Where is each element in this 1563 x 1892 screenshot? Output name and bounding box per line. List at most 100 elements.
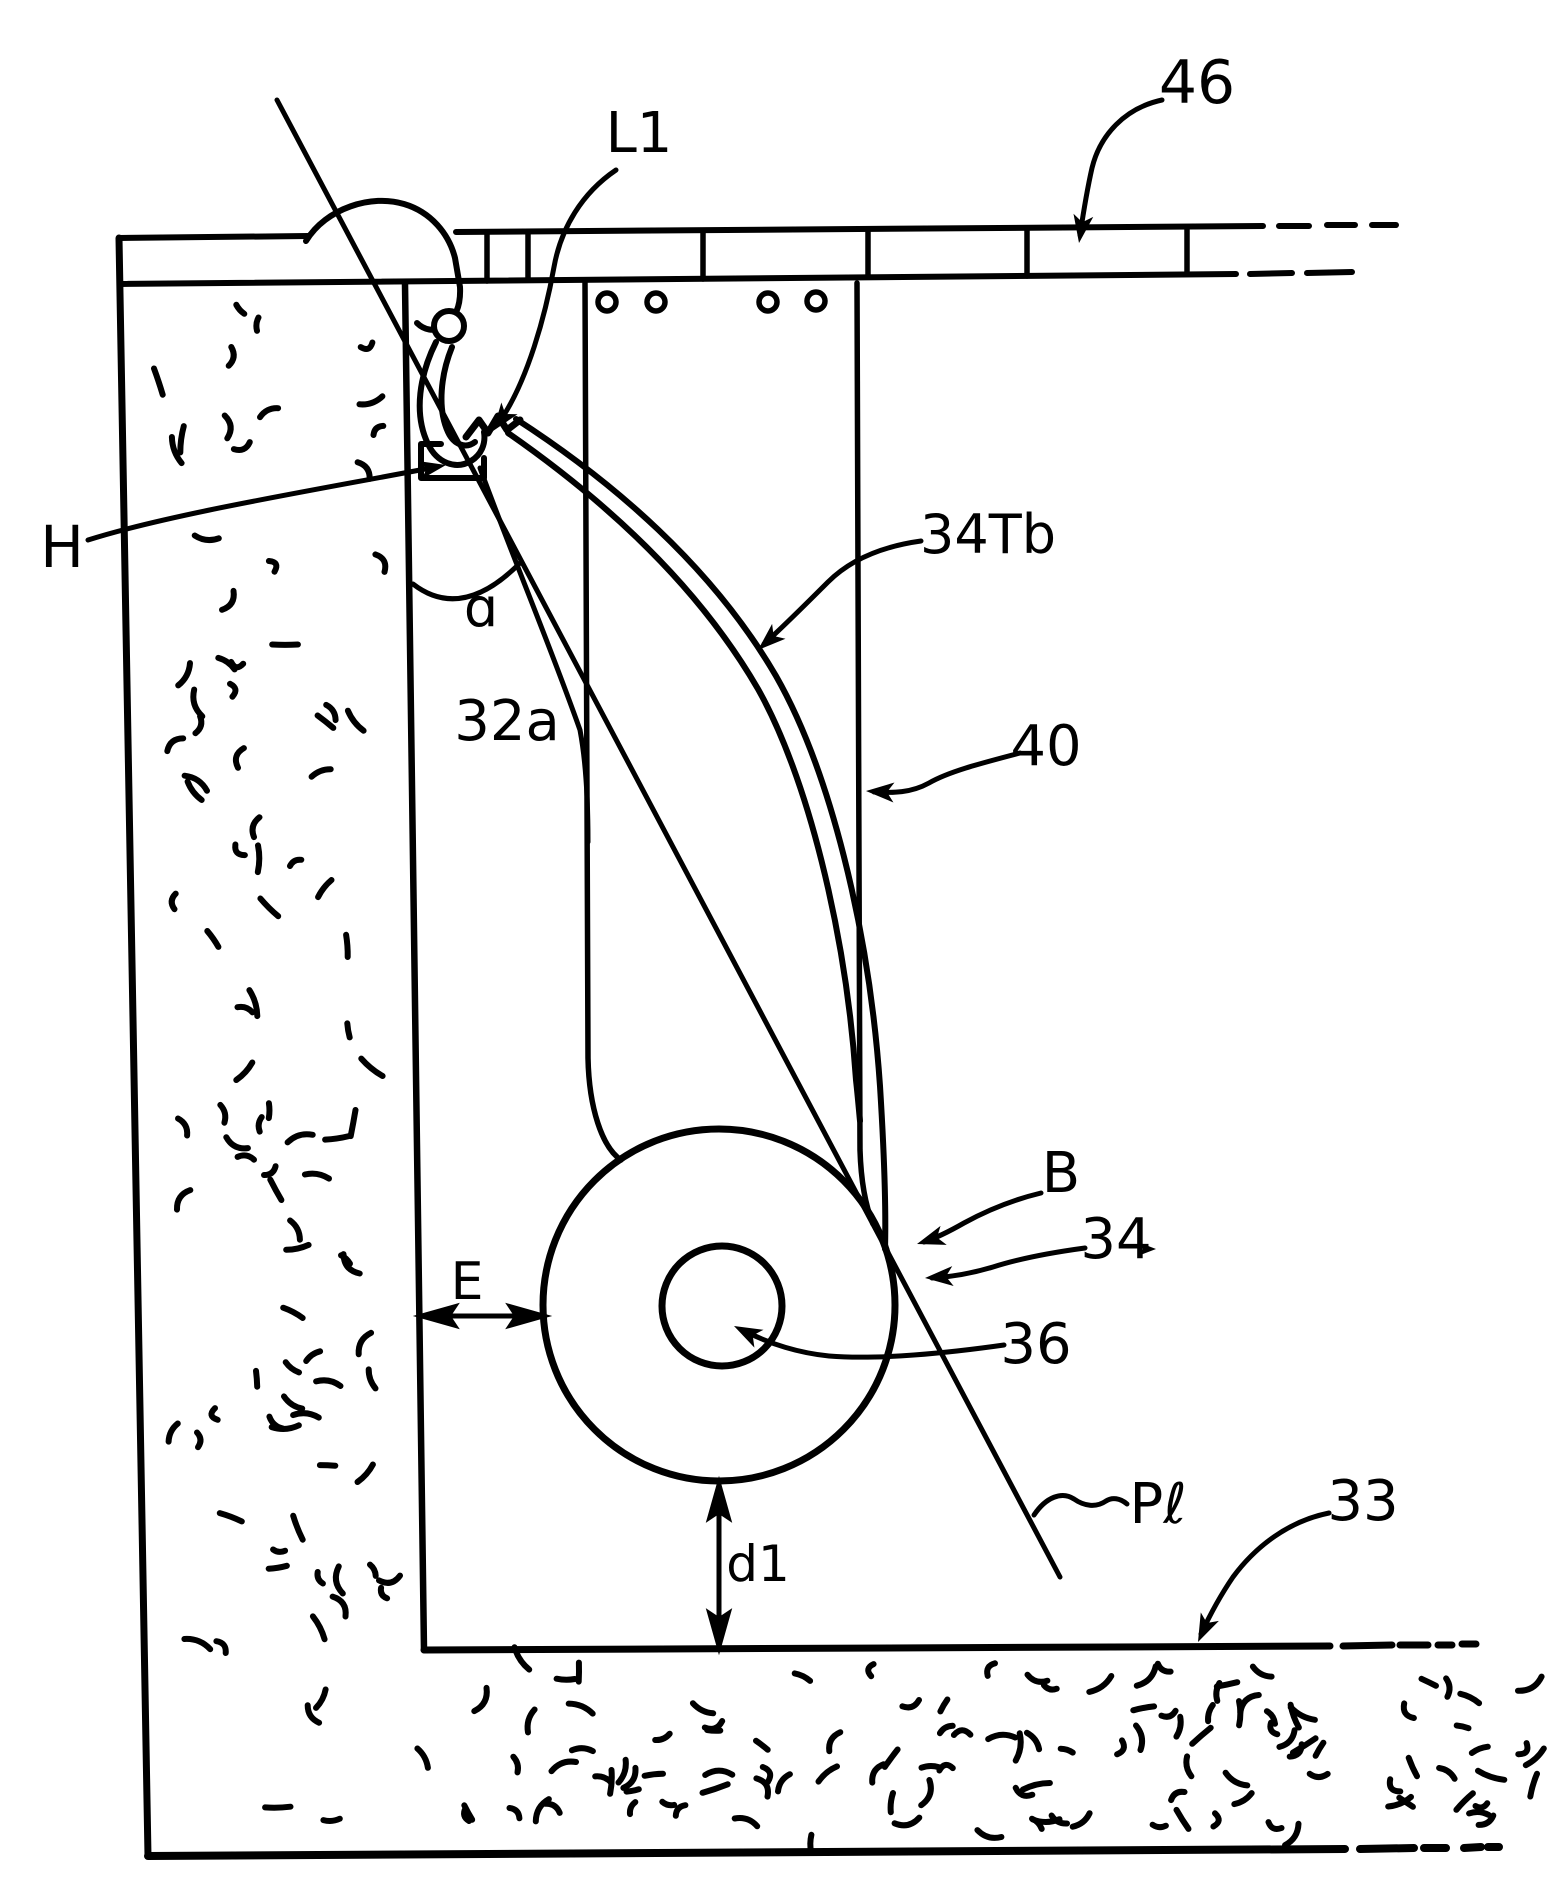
- arrowhead-B: [917, 1225, 947, 1245]
- stipple-mark: [1287, 1701, 1302, 1731]
- strip-hole: [644, 290, 668, 314]
- stipple-mark: [233, 301, 248, 317]
- building-structure: [115, 222, 1503, 1860]
- tube-inner-curve: [505, 430, 863, 1124]
- stipple-mark: [332, 1563, 346, 1597]
- stipple-mark: [355, 1329, 375, 1358]
- stipple-mark: [510, 1753, 521, 1776]
- stipple-mark: [320, 1815, 343, 1824]
- stipple-mark: [357, 339, 376, 353]
- stipple-mark: [753, 1737, 771, 1753]
- stipple-mark: [175, 660, 193, 689]
- stipple-mark: [344, 707, 367, 734]
- stipple-mark: [1466, 1808, 1492, 1818]
- label-Pl: Pℓ: [1130, 1472, 1187, 1537]
- stipple-mark: [347, 1107, 359, 1140]
- stipple-mark: [234, 1003, 256, 1016]
- arrowhead-34-tick: [1138, 1242, 1156, 1256]
- stipple-mark: [253, 314, 262, 334]
- stipple-mark: [323, 701, 339, 724]
- leader-40: [871, 750, 1023, 795]
- stipple-mark: [213, 1638, 229, 1656]
- label-34: 34: [1080, 1207, 1151, 1272]
- stipple-mark: [365, 1366, 379, 1392]
- stipple-mark: [1210, 1810, 1222, 1830]
- stipple-mark: [626, 1799, 639, 1818]
- hook-clamp-zigzag: [462, 412, 524, 441]
- stipple-mark: [314, 1569, 326, 1587]
- stipple-mark: [1405, 1754, 1420, 1780]
- stipple-mark: [233, 1059, 256, 1083]
- stipple-mark: [869, 1761, 887, 1786]
- stipple-mark: [731, 1815, 761, 1830]
- section-bottom-line: [144, 1843, 1503, 1860]
- stipple-mark: [265, 1100, 273, 1122]
- stipple-mark: [329, 1593, 349, 1620]
- stipple-mark: [1237, 1692, 1262, 1716]
- stipple-mark: [1189, 1724, 1214, 1747]
- arrowhead-36: [734, 1326, 764, 1348]
- concrete-stipple: [151, 301, 1547, 1855]
- label-40: 40: [1010, 714, 1081, 779]
- stipple-mark: [775, 1771, 793, 1795]
- stipple-mark: [257, 405, 282, 421]
- stipple-mark: [826, 1729, 844, 1755]
- arrowhead-H: [418, 461, 446, 479]
- leader-34: [929, 1245, 1088, 1281]
- stipple-mark: [984, 1660, 998, 1679]
- stipple-mark: [221, 412, 234, 442]
- label-46: 46: [1159, 48, 1235, 118]
- stipple-mark: [194, 1429, 204, 1451]
- label-H: H: [40, 513, 84, 581]
- stipple-mark: [1133, 1722, 1146, 1753]
- leader-Pl-squiggle: [1031, 1493, 1130, 1518]
- stipple-mark: [881, 1746, 901, 1770]
- ceiling-joint-lines: [484, 224, 1190, 284]
- stipple-mark: [181, 1635, 214, 1653]
- stipple-mark: [367, 1561, 379, 1579]
- stipple-mark: [227, 680, 239, 700]
- stipple-mark: [249, 814, 263, 841]
- stipple-mark: [659, 1798, 678, 1809]
- stipple-mark: [461, 1805, 473, 1824]
- arrowhead-L1: [493, 402, 518, 431]
- stipple-mark: [753, 1775, 771, 1800]
- stipple-mark: [215, 654, 238, 673]
- arrowhead-34Tb: [758, 623, 786, 650]
- stipple-mark: [354, 1461, 376, 1485]
- leader-lines: [85, 97, 1332, 1637]
- stipple-mark: [1396, 1794, 1416, 1810]
- stipple-mark: [471, 1684, 490, 1715]
- stipple-mark: [1522, 1745, 1547, 1769]
- stipple-mark: [565, 1700, 596, 1717]
- stipple-mark: [1312, 1739, 1327, 1759]
- stipple-mark: [303, 1348, 324, 1364]
- stipple-mark: [865, 1661, 877, 1680]
- stipple-mark: [151, 365, 166, 398]
- hook-cap-outline: [303, 197, 464, 333]
- stipple-mark: [234, 1152, 257, 1163]
- stipple-mark: [887, 1790, 896, 1816]
- leader-46: [1077, 97, 1165, 238]
- floor-top-line: [420, 1640, 1480, 1654]
- label-E: E: [451, 1252, 484, 1312]
- stipple-mark: [1173, 1806, 1192, 1832]
- stipple-mark: [261, 1163, 279, 1178]
- stipple-mark: [356, 393, 386, 408]
- stipple-mark: [253, 1367, 261, 1390]
- stipple-mark: [354, 459, 373, 482]
- stipple-mark: [174, 1187, 194, 1213]
- label-33: 33: [1327, 1469, 1398, 1534]
- stipple-mark: [377, 1584, 391, 1602]
- stipple-mark: [217, 1101, 229, 1126]
- stipple-mark: [936, 1722, 956, 1737]
- stipple-mark: [652, 1730, 673, 1744]
- stipple-mark: [1133, 1663, 1159, 1689]
- stipple-mark: [175, 1115, 191, 1139]
- stipple-mark: [192, 713, 205, 737]
- label-L1: L1: [606, 101, 673, 166]
- stipple-mark: [340, 1251, 363, 1277]
- stipple-mark: [246, 987, 261, 1020]
- wall-outer-edge: [115, 234, 152, 1860]
